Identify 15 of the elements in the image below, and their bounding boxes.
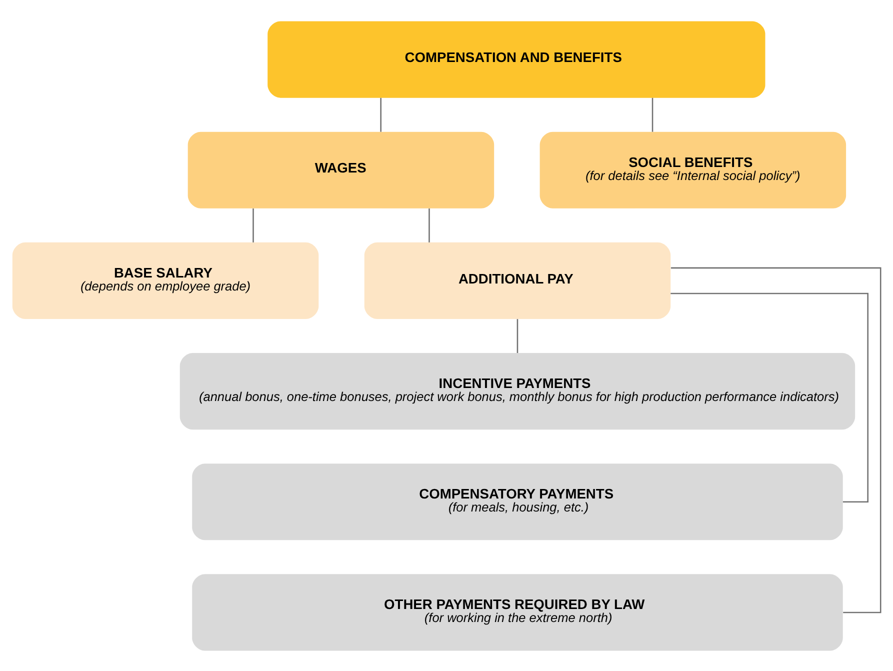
node-box: COMPENSATORY PAYMENTS (for meals, housing, etc.) (192, 463, 843, 540)
connector (516, 318, 518, 352)
node-box: SOCIAL BENEFITS (for details see “Internal social policy”) (540, 131, 846, 208)
node-box: ADDITIONAL PAY (364, 242, 671, 318)
node-box: WAGES (188, 131, 494, 208)
connector (252, 208, 254, 242)
connector (670, 266, 882, 613)
connector (670, 292, 868, 502)
node-box: BASE SALARY (depends on employee grade) (12, 242, 319, 318)
connector (380, 97, 382, 132)
node-box: COMPENSATION AND BENEFITS (268, 20, 766, 98)
node-box: OTHER PAYMENTS REQUIRED BY LAW (for working in the extreme north) (192, 574, 843, 650)
connector (428, 208, 430, 242)
node-box: INCENTIVE PAYMENTS (annual bonus, one-time bonuses, project work bonus, monthly bonus for high production performance indicators) (180, 352, 856, 430)
connector (652, 97, 654, 132)
